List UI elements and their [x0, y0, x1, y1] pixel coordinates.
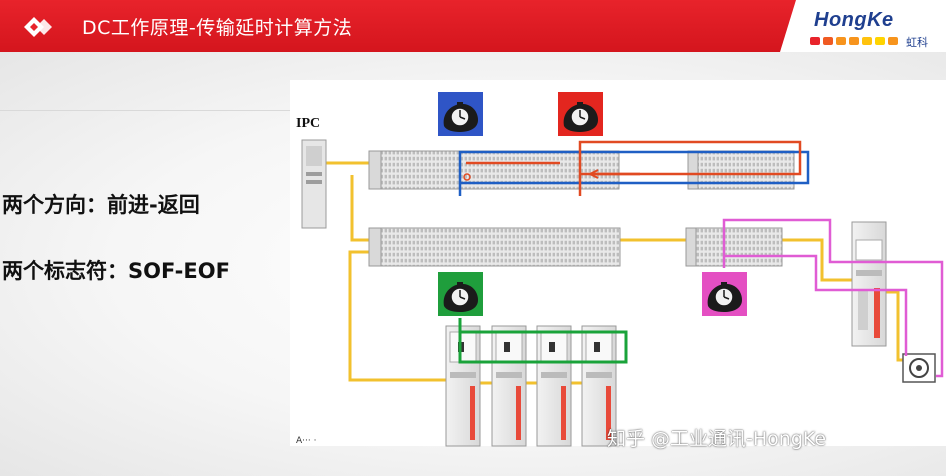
- stopwatch-green-icon: [438, 272, 483, 316]
- stopwatch-blue-icon: [438, 92, 483, 136]
- brand-panel: HongKe 虹科: [780, 0, 946, 52]
- blue-frame-path: [458, 150, 810, 196]
- sof-marker: [463, 173, 471, 181]
- watermark: 知乎 @工业通讯-HongKe: [607, 428, 827, 450]
- servo-drive-right: [851, 221, 887, 347]
- point-markers: 两个标志符：SOF-EOF: [2, 259, 230, 283]
- servo-motor: [902, 353, 936, 383]
- magenta-frame-path: [722, 218, 944, 378]
- stopwatch-red-icon: [558, 92, 603, 136]
- brand-dot: [888, 37, 898, 45]
- brand-dot: [810, 37, 820, 45]
- brand-dot: [836, 37, 846, 45]
- red-frame-path: [466, 140, 802, 196]
- ethercat-cables: [326, 161, 910, 385]
- brand-dot: [823, 37, 833, 45]
- diagram-footnote: A··· ·: [296, 436, 317, 446]
- slide-title: DC工作原理-传输延时计算方法: [82, 17, 353, 39]
- ipc-device: [301, 139, 327, 229]
- brand-color-dots: [810, 37, 898, 45]
- io-terminal-rail-middle: [368, 227, 783, 267]
- servo-drive-group: [445, 325, 617, 447]
- brand-dot: [862, 37, 872, 45]
- point-directions: 两个方向：前进-返回: [2, 193, 200, 217]
- brand-name: HongKe: [814, 9, 894, 31]
- brand-subtitle: 虹科: [906, 36, 928, 49]
- hongke-diamond-logo-icon: [24, 17, 52, 37]
- ipc-label: IPC: [296, 116, 321, 131]
- brand-dot: [849, 37, 859, 45]
- green-frame-path: [458, 318, 628, 364]
- slide-header: DC工作原理-传输延时计算方法 HongKe 虹科: [0, 0, 946, 52]
- brand-dot: [875, 37, 885, 45]
- stopwatch-magenta-icon: [702, 272, 747, 316]
